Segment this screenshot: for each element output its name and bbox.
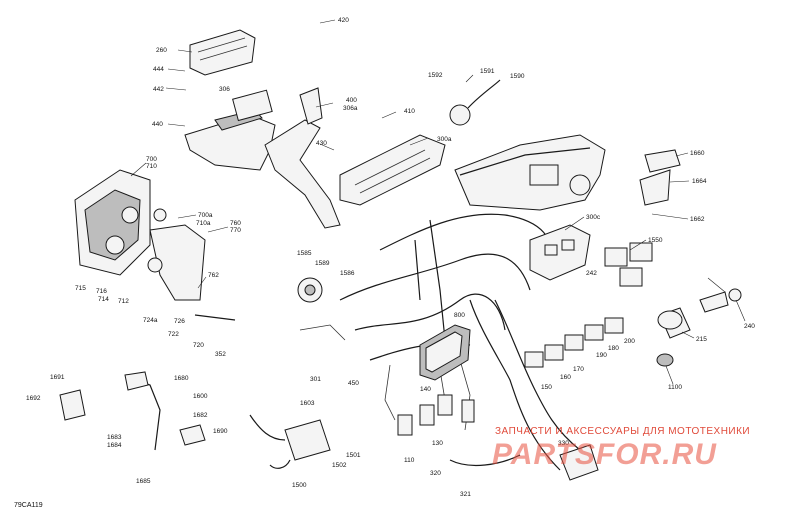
cylinder-part-1100 bbox=[656, 353, 674, 367]
callout-label: 1603 bbox=[300, 400, 315, 407]
callout-label: 1664 bbox=[692, 178, 707, 185]
callout-label: 1691 bbox=[50, 374, 65, 381]
headlight-bracket bbox=[147, 208, 236, 321]
callout-label: 352 bbox=[215, 351, 226, 358]
callout-label: 715 bbox=[75, 285, 86, 292]
callout-label: 300a bbox=[437, 136, 452, 143]
callout-label: 410 bbox=[404, 108, 415, 115]
speed-sensor-1680 bbox=[124, 371, 206, 451]
callout-label: 1585 bbox=[297, 250, 312, 257]
callout-label: 440 bbox=[152, 121, 163, 128]
watermark-text: ЗАПЧАСТИ И АКСЕССУАРЫ ДЛЯ МОТОТЕХНИКИ bbox=[495, 426, 751, 437]
callout-label: 1589 bbox=[315, 260, 330, 267]
callout-label: 330 bbox=[558, 440, 569, 447]
callout-label: 712 bbox=[118, 298, 129, 305]
callout-label: 1501 bbox=[346, 452, 361, 459]
callout-label: 1502 bbox=[332, 462, 347, 469]
callout-label: 160 bbox=[560, 374, 571, 381]
sensor-1660 bbox=[639, 149, 681, 206]
callout-label: 1685 bbox=[136, 478, 151, 485]
fuse-box bbox=[529, 224, 591, 281]
callout-label: 200 bbox=[624, 338, 635, 345]
callout-label: 400 bbox=[346, 97, 357, 104]
callout-label: 1590 bbox=[510, 73, 525, 80]
callout-label: 300c bbox=[586, 214, 601, 221]
callout-label: 306 bbox=[219, 86, 230, 93]
callout-label: 1100 bbox=[668, 384, 682, 391]
callout-label: 306a bbox=[343, 105, 358, 112]
callout-label: 1684 bbox=[107, 442, 122, 449]
callout-label: 320 bbox=[430, 470, 441, 477]
bracket-1691 bbox=[59, 389, 86, 421]
callout-label: 1550 bbox=[648, 237, 663, 244]
connector-plugs bbox=[397, 394, 475, 436]
sensor-1590 bbox=[449, 79, 501, 126]
callout-label: 321 bbox=[460, 491, 471, 498]
callout-label: 760 bbox=[230, 220, 241, 227]
callout-label: 700a bbox=[198, 212, 213, 219]
callout-label: 722 bbox=[168, 331, 179, 338]
callout-label: 700 bbox=[146, 156, 157, 163]
cylinder-part-215 bbox=[657, 307, 691, 339]
callout-label: 420 bbox=[338, 17, 349, 24]
callout-label: 301 bbox=[310, 376, 321, 383]
callout-label: 130 bbox=[432, 440, 443, 447]
callout-label: 724a bbox=[143, 317, 158, 324]
dashboard-frame bbox=[454, 134, 606, 211]
ecu-cover bbox=[189, 29, 256, 76]
callout-label: 1680 bbox=[174, 375, 189, 382]
callout-label: 1591 bbox=[480, 68, 495, 75]
actuator-1500 bbox=[249, 414, 331, 469]
diagram-id: 79CA119 bbox=[14, 502, 43, 509]
callout-label: 1660 bbox=[690, 150, 705, 157]
callout-label: 450 bbox=[348, 380, 359, 387]
callout-label: 242 bbox=[586, 270, 597, 277]
callout-label: 215 bbox=[696, 336, 707, 343]
callout-label: 726 bbox=[174, 318, 185, 325]
callout-label: 170 bbox=[573, 366, 584, 373]
callout-label: 1600 bbox=[193, 393, 208, 400]
sensor-240 bbox=[699, 288, 742, 313]
callout-label: 1500 bbox=[292, 482, 307, 489]
callout-label: 444 bbox=[153, 66, 164, 73]
callout-label: 1662 bbox=[690, 216, 705, 223]
headlight-assembly bbox=[74, 169, 151, 276]
callout-label: 710 bbox=[146, 163, 157, 170]
callout-label: 110 bbox=[404, 457, 415, 464]
callout-label: 720 bbox=[193, 342, 204, 349]
leader-lines bbox=[130, 19, 746, 385]
callout-label: 1690 bbox=[213, 428, 228, 435]
relay-modules bbox=[604, 242, 653, 287]
callout-label: 1692 bbox=[26, 395, 41, 402]
callout-label: 714 bbox=[98, 296, 109, 303]
callout-label: 716 bbox=[96, 288, 107, 295]
callout-label: 180 bbox=[608, 345, 619, 352]
instrument-cluster bbox=[419, 324, 471, 381]
support-arm bbox=[264, 87, 341, 229]
switch-row bbox=[524, 317, 624, 368]
callout-label: 140 bbox=[420, 386, 431, 393]
callout-label: 1586 bbox=[340, 270, 355, 277]
callout-label: 1682 bbox=[193, 412, 208, 419]
callout-label: 800 bbox=[454, 312, 465, 319]
callout-label: 762 bbox=[208, 272, 219, 279]
callout-label: 190 bbox=[596, 352, 607, 359]
lower-harness bbox=[449, 444, 599, 481]
callout-label: 1592 bbox=[428, 72, 443, 79]
horn-1589 bbox=[297, 277, 323, 303]
switch-panel bbox=[339, 134, 446, 206]
callout-label: 1683 bbox=[107, 434, 122, 441]
watermark-logo: PARTSFOR.RU bbox=[492, 438, 717, 471]
callout-label: 710a bbox=[196, 220, 211, 227]
ecu-bracket bbox=[184, 89, 276, 171]
callout-label: 442 bbox=[153, 86, 164, 93]
callout-label: 770 bbox=[230, 227, 241, 234]
callout-label: 150 bbox=[541, 384, 552, 391]
callout-label: 260 bbox=[156, 47, 167, 54]
callout-label: 430 bbox=[316, 140, 327, 147]
callout-label: 240 bbox=[744, 323, 755, 330]
